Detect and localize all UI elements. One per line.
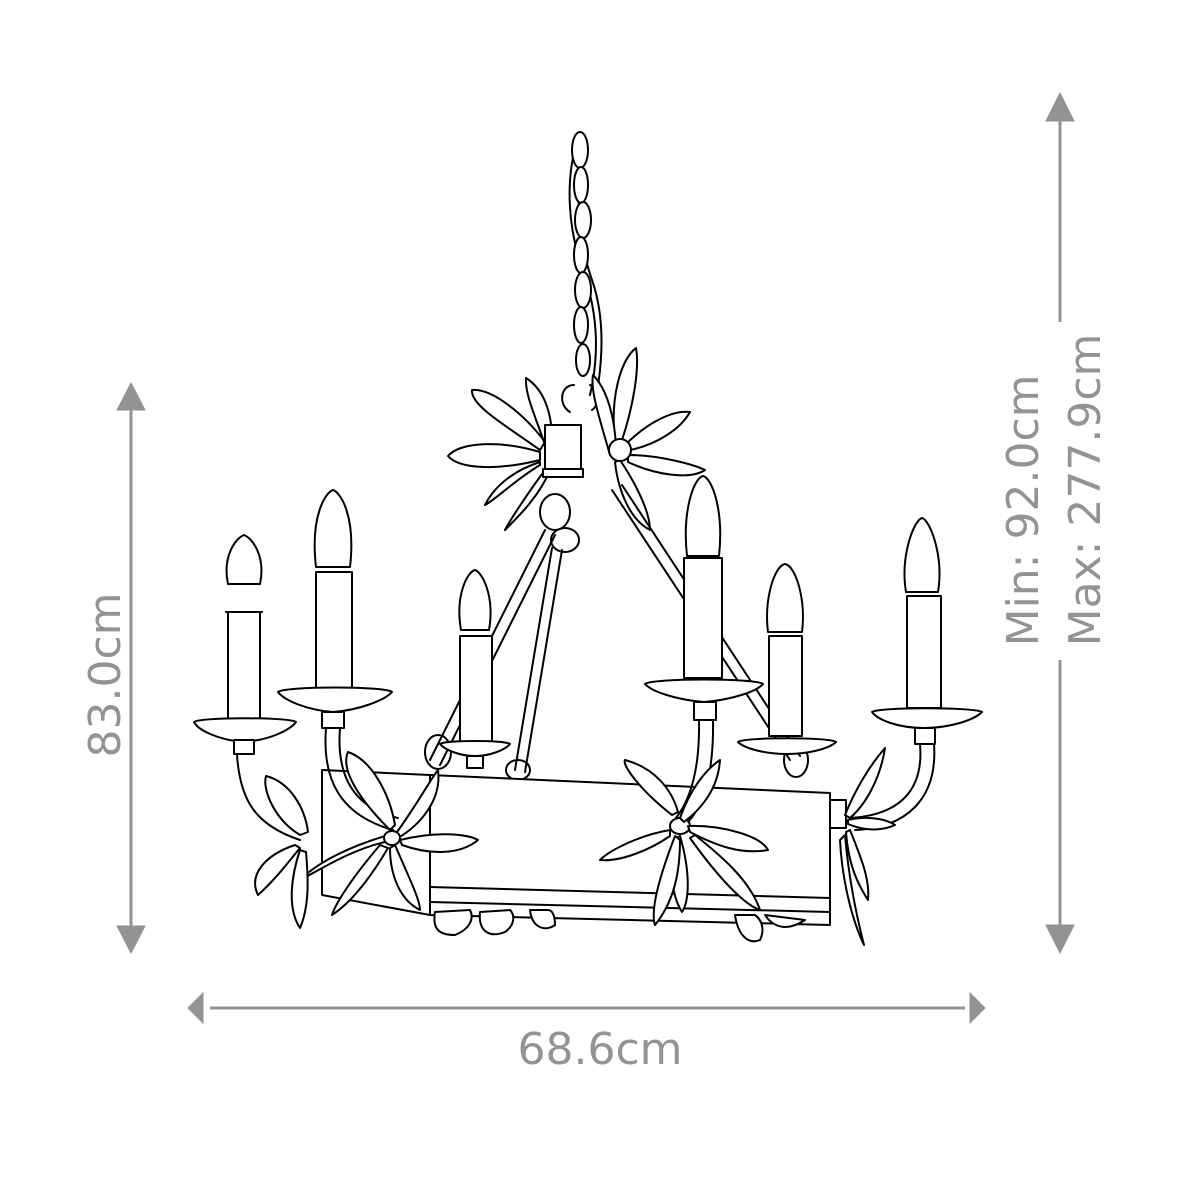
width-dimension-label: 68.6cm <box>517 1024 683 1075</box>
width-dimension-line <box>187 991 986 1025</box>
chain <box>561 131 603 413</box>
drop-max-label: Max: 277.9cm <box>1060 333 1111 647</box>
height-dimension-label: 83.0cm <box>80 592 131 758</box>
arrow-down-icon <box>116 925 146 955</box>
candle-6 <box>829 517 983 831</box>
arrow-up-icon <box>1045 91 1075 122</box>
drop-dimension-line <box>1045 91 1075 955</box>
drop-min-label: Min: 92.0cm <box>998 374 1049 647</box>
top-flower-right <box>591 347 706 531</box>
top-flower-left <box>447 377 553 531</box>
candle-5 <box>737 563 837 755</box>
candle-3 <box>439 569 511 769</box>
flower-right-ring <box>599 759 769 926</box>
arrow-down-icon <box>1045 924 1075 955</box>
height-dimension-line <box>116 381 146 955</box>
drop-dimension-label: Min: 92.0cm Max: 277.9cm <box>993 334 1117 647</box>
candle-4 <box>644 475 764 835</box>
chandelier-drawing <box>193 131 983 946</box>
flower-left-outer <box>254 775 309 929</box>
canopy <box>542 424 584 478</box>
under-ring-leaves <box>433 909 806 943</box>
arrow-right-icon <box>969 991 986 1025</box>
arrow-up-icon <box>116 381 146 411</box>
flower-left-ring <box>299 751 479 916</box>
candle-1 <box>193 534 301 841</box>
ring-band <box>321 769 831 926</box>
flower-right-bow <box>839 747 896 946</box>
candle-2 <box>277 489 399 831</box>
arrow-left-icon <box>187 991 204 1025</box>
